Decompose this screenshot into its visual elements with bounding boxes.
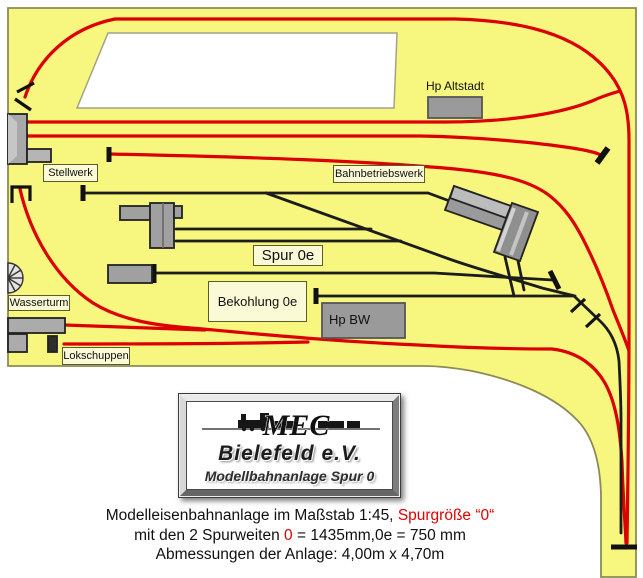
caption-block: Modelleisenbahnanlage im Maßstab 1:45, S… — [50, 506, 550, 565]
label-wasserturm: Wasserturm — [8, 295, 70, 311]
caption-line-1: Modelleisenbahnanlage im Maßstab 1:45, S… — [50, 506, 550, 526]
tunnel-portal-marks — [10, 81, 602, 329]
caption-line-3: Abmessungen der Anlage: 4,00m x 4,70m — [155, 546, 445, 563]
hidden-yard-cutout — [75, 32, 398, 109]
train-silhouette-icon — [237, 413, 360, 432]
label-spur-0e: Spur 0e — [253, 245, 323, 266]
club-logo-plaque: MEC Bielefeld e.V. Modellbahnanlage Spur… — [178, 393, 401, 498]
club-subtitle: Modellbahnanlage Spur 0 — [204, 468, 375, 484]
label-bahnbetriebswerk: Bahnbetriebswerk — [333, 165, 425, 183]
buildings — [7, 96, 540, 353]
club-name: Bielefeld e.V. — [218, 442, 361, 465]
station-building — [7, 113, 52, 165]
mec-emblem-text: MEC — [261, 409, 330, 442]
buffer-stops — [80, 146, 637, 550]
caption-line-2: mit den 2 Spurweiten 0 = 1435mm,0e = 750… — [50, 526, 550, 546]
caption-line1-red: Spurgröße “0“ — [397, 507, 495, 524]
standard-gauge-tracks — [18, 17, 631, 545]
small-shed — [107, 264, 153, 284]
label-lokschuppen: Lokschuppen — [62, 347, 130, 365]
logo-frame: MEC Bielefeld e.V. Modellbahnanlage Spur… — [180, 395, 399, 496]
train-emblem: MEC — [201, 409, 380, 442]
label-hp-bw: Hp BW — [329, 312, 371, 327]
lokschuppen-building — [7, 317, 66, 353]
logo-inner: MEC Bielefeld e.V. Modellbahnanlage Spur… — [186, 401, 393, 490]
yard-building — [119, 202, 183, 249]
label-stellwerk: Stellwerk — [43, 164, 98, 182]
hp-altstadt-platform — [427, 96, 483, 119]
hp-bw-platform — [321, 302, 406, 339]
caption-line2-red: 0 — [284, 526, 293, 544]
label-hp-altstadt: Hp Altstadt — [425, 79, 485, 93]
caption-line2-suffix: = 1435mm,0e = 750 mm — [296, 526, 466, 544]
striped-shed-rotated — [492, 201, 540, 263]
caption-line1-black: Modelleisenbahnanlage im Maßstab 1:45, — [105, 507, 394, 524]
label-bekohlung-0e: Bekohlung 0e — [208, 281, 307, 322]
layout-board — [7, 7, 637, 578]
caption-line2-prefix: mit den 2 Spurweiten — [134, 526, 280, 544]
turntable-fan — [7, 262, 24, 294]
